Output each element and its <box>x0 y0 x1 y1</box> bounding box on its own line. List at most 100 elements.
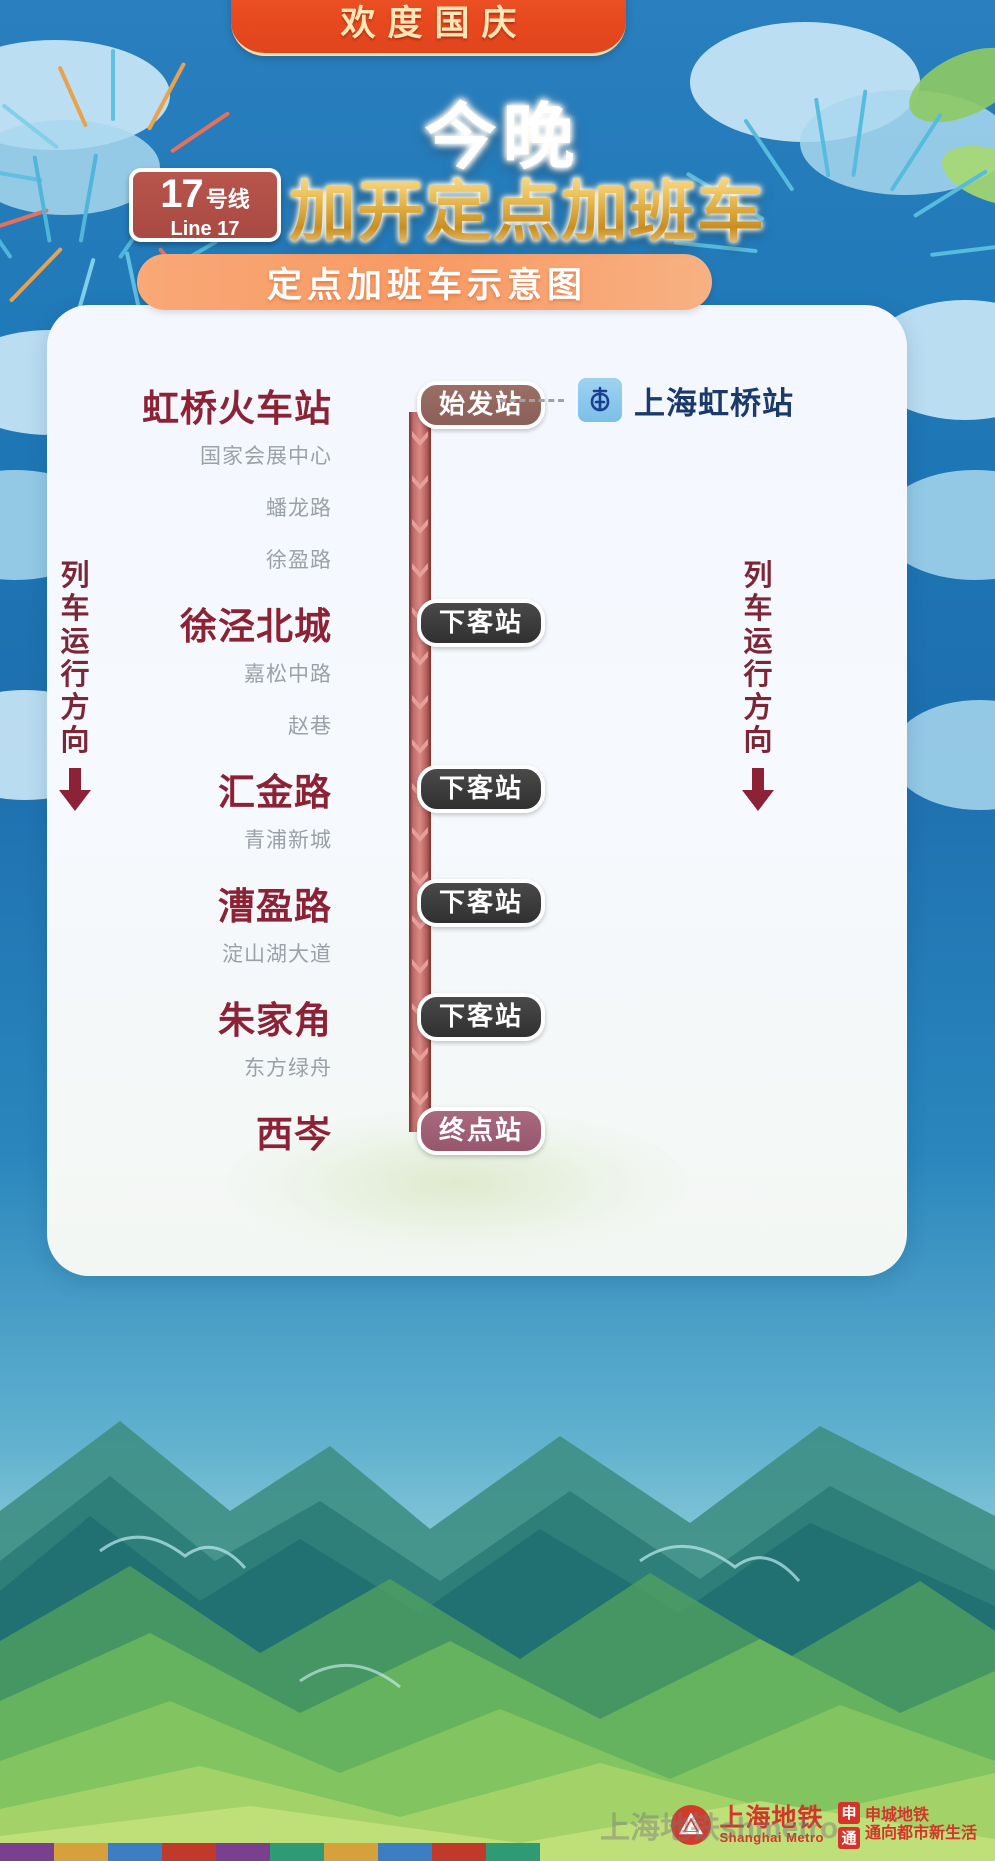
station-name-cell: 青浦新城 <box>0 824 348 854</box>
station-name-cell: 西岑 <box>0 1104 348 1158</box>
route-direction-chevron-icon <box>409 694 431 710</box>
title-headline: 加开定点加班车 <box>289 158 789 255</box>
station-badge-origin: 始发站 <box>416 381 545 429</box>
station-badge-terminus: 终点站 <box>416 1107 545 1155</box>
station-badge-cell: 下客站 <box>406 993 556 1041</box>
station-row[interactable]: 国家会展中心 <box>0 440 995 470</box>
station-name-cell: 东方绿舟 <box>0 1052 348 1082</box>
direction-label-char: 向 <box>743 725 773 757</box>
direction-label-char: 列 <box>60 560 90 592</box>
station-name-cell: 漕盈路 <box>0 876 348 930</box>
route-direction-chevron-icon <box>409 870 431 886</box>
station-row[interactable]: 青浦新城 <box>0 824 995 854</box>
dashed-connector-line <box>500 398 564 402</box>
title-tonight-text: 今晚 <box>424 78 580 183</box>
station-badge-cell: 下客站 <box>406 765 556 813</box>
station-name-major: 漕盈路 <box>218 886 332 927</box>
station-name-minor: 东方绿舟 <box>244 1057 332 1080</box>
direction-label-char: 方 <box>60 692 90 724</box>
station-name-major: 西岑 <box>256 1114 332 1155</box>
railway-interchange: 上海虹桥站 <box>496 378 796 422</box>
station-name-cell: 蟠龙路 <box>0 492 348 522</box>
station-row[interactable]: 赵巷 <box>0 710 995 740</box>
direction-label-char: 车 <box>60 593 90 625</box>
shanghai-metro-brand: 上海地铁 Shanghai Metro <box>671 1805 824 1845</box>
secondary-brand: 申 通 申城地铁 通向都市新生活 <box>837 1801 977 1849</box>
route-direction-chevron-icon <box>409 430 431 446</box>
station-name-cell: 虹桥火车站 <box>0 378 348 432</box>
station-row[interactable]: 淀山湖大道 <box>0 938 995 968</box>
station-badge-cell: 下客站 <box>406 879 556 927</box>
direction-label-char: 运 <box>60 626 90 658</box>
line-badge-en: Line 17 <box>170 218 240 240</box>
station-row[interactable]: 漕盈路 下客站 <box>0 876 995 930</box>
station-row[interactable]: 嘉松中路 <box>0 658 995 688</box>
station-name-minor: 赵巷 <box>288 715 332 738</box>
station-name-cell: 徐泾北城 <box>0 596 348 650</box>
shanghai-metro-logo <box>671 1805 712 1845</box>
station-row[interactable]: 东方绿舟 <box>0 1052 995 1082</box>
route-direction-chevron-icon <box>409 1046 431 1062</box>
route-direction-chevron-icon <box>409 958 431 974</box>
route-direction-chevron-icon <box>409 1090 431 1106</box>
station-name-major: 朱家角 <box>218 1000 332 1041</box>
footer-colorbar <box>0 1843 540 1861</box>
station-row[interactable]: 蟠龙路 <box>0 492 995 522</box>
station-name-cell: 淀山湖大道 <box>0 938 348 968</box>
station-row[interactable]: 徐盈路 <box>0 544 995 574</box>
station-name-cell: 嘉松中路 <box>0 658 348 688</box>
route-direction-chevron-icon <box>409 562 431 578</box>
station-badge-drop: 下客站 <box>416 879 545 927</box>
station-name-minor: 蟠龙路 <box>266 497 332 520</box>
china-railway-icon <box>578 378 622 422</box>
title-headline-text: 加开定点加班车 <box>289 158 765 255</box>
station-row[interactable]: 朱家角 下客站 <box>0 990 995 1044</box>
direction-label-char: 行 <box>60 659 90 691</box>
station-row[interactable]: 虹桥火车站 始发站 <box>0 378 995 432</box>
route-direction-chevron-icon <box>409 738 431 754</box>
direction-label-char: 列 <box>743 560 773 592</box>
station-name-major: 汇金路 <box>218 772 332 813</box>
landscape-illustration <box>0 1421 995 1861</box>
brand2-mark-1: 申 <box>837 1801 860 1824</box>
direction-label-right: 列车运行方向 <box>743 560 772 758</box>
station-name-cell: 徐盈路 <box>0 544 348 574</box>
subtitle-text: 定点加班车示意图 <box>266 265 587 305</box>
direction-label-char: 方 <box>743 692 773 724</box>
direction-label-char: 行 <box>743 659 773 691</box>
station-row[interactable]: 西岑 终点站 <box>0 1104 995 1158</box>
station-name-cell: 汇金路 <box>0 762 348 816</box>
firework-icon <box>0 49 261 327</box>
holiday-banner-text: 欢度国庆 <box>340 4 529 43</box>
railway-station-label: 上海虹桥站 <box>634 385 794 421</box>
direction-marker-left: 列车运行方向 <box>52 560 98 817</box>
direction-label-char: 向 <box>60 725 90 757</box>
route-direction-chevron-icon <box>409 826 431 842</box>
holiday-banner: 欢度国庆 <box>231 0 626 56</box>
route-direction-chevron-icon <box>409 518 431 534</box>
station-row[interactable]: 徐泾北城下客站 <box>0 596 995 650</box>
arrow-down-icon <box>55 768 95 817</box>
direction-label-char: 运 <box>743 626 773 658</box>
station-row[interactable]: 汇金路 下客站 <box>0 762 995 816</box>
station-name-minor: 嘉松中路 <box>244 663 332 686</box>
footer: 上海地铁shmetro 上海地铁 Shanghai Metro 申 通 申城地铁… <box>0 1789 995 1861</box>
firework-icon <box>0 153 249 388</box>
brand-text-block: 上海地铁 Shanghai Metro <box>719 1805 824 1845</box>
station-name-cell: 国家会展中心 <box>0 440 348 470</box>
line-badge-number-row: 17 号线 <box>160 174 250 220</box>
arrow-down-icon <box>738 768 778 817</box>
brand2-line-1: 申城地铁 <box>864 1807 929 1825</box>
station-name-major: 虹桥火车站 <box>142 388 332 429</box>
title-tonight: 今晚 <box>0 78 995 183</box>
station-badge-drop: 下客站 <box>416 993 545 1041</box>
direction-label-char: 车 <box>743 593 773 625</box>
station-name-cell: 赵巷 <box>0 710 348 740</box>
brand2-text-block: 申城地铁 通向都市新生活 <box>865 1807 977 1842</box>
station-badge-cell: 终点站 <box>406 1107 556 1155</box>
subtitle-pill: 定点加班车示意图 <box>137 254 712 310</box>
brand2-line-2: 通向都市新生活 <box>864 1825 977 1842</box>
line-badge-cn-suffix: 号线 <box>205 187 250 212</box>
line-badge: 17 号线 Line 17 <box>129 168 281 242</box>
